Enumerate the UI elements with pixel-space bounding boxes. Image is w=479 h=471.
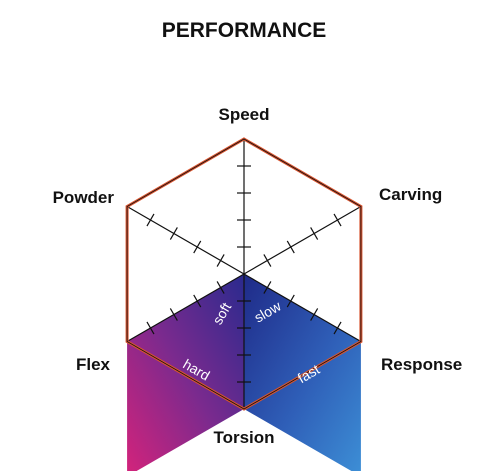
chart-title: PERFORMANCE	[162, 19, 327, 42]
axes	[126, 139, 362, 409]
axis-label-torsion: Torsion	[213, 428, 274, 447]
axis-tick-response	[263, 281, 272, 294]
axis-tick-response	[286, 294, 295, 308]
axis-label-powder: Powder	[53, 188, 115, 207]
axis-tick-carving	[310, 227, 319, 240]
axis-line-carving	[243, 205, 362, 275]
filled-regions	[127, 274, 361, 471]
axis-tick-powder	[193, 240, 202, 254]
axis-tick-powder	[169, 227, 178, 240]
axis-label-speed: Speed	[218, 105, 269, 124]
filled-region-torsion-response	[244, 274, 361, 471]
axis-tick-response	[310, 308, 319, 321]
hexagon-outline-inner	[126, 138, 362, 410]
axis-line-response	[243, 273, 362, 343]
hexagon-outline	[125, 137, 363, 411]
axis-label-carving: Carving	[379, 185, 442, 204]
filled-region-flex-torsion	[127, 274, 244, 471]
axis-tick-carving	[286, 240, 295, 254]
axis-tick-carving	[263, 254, 272, 267]
axis-label-response: Response	[381, 355, 462, 374]
axis-tick-response	[333, 321, 342, 335]
axis-tick-flex	[193, 294, 202, 308]
axis-tick-powder	[216, 254, 225, 267]
axis-tick-powder	[146, 213, 155, 227]
axis-label-flex: Flex	[76, 355, 111, 374]
axis-tick-carving	[333, 213, 342, 227]
axis-tick-flex	[146, 321, 155, 335]
axis-line-flex	[126, 273, 245, 343]
axis-tick-flex	[216, 281, 225, 294]
axis-tick-flex	[169, 308, 178, 321]
axis-line-powder	[126, 205, 245, 275]
